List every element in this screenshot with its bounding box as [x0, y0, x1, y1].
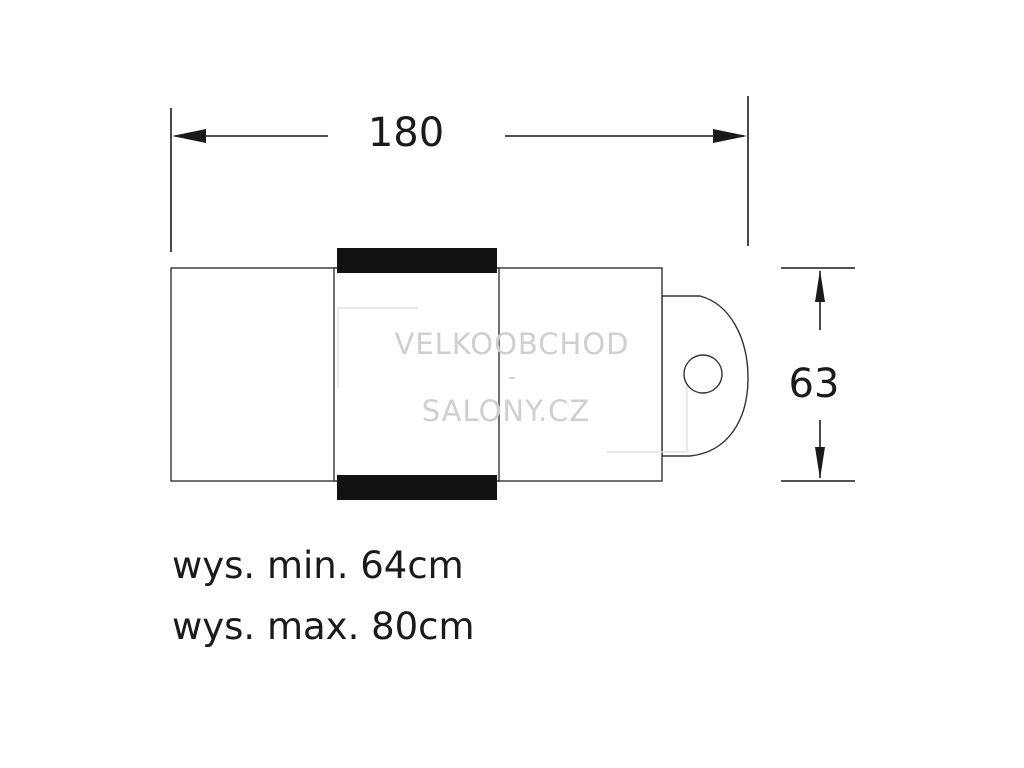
bed-band-top — [337, 248, 497, 273]
watermark-line2: SALONY.CZ — [422, 394, 591, 428]
width-dimension: 63 — [781, 267, 855, 482]
arrow-right-icon — [713, 129, 747, 143]
length-label: 180 — [368, 110, 444, 156]
bed-middle-section — [333, 267, 500, 482]
watermark-separator: - — [508, 365, 516, 390]
watermark: VELKOOBCHOD - SALONY.CZ — [337, 307, 688, 453]
width-label: 63 — [789, 361, 840, 407]
bed-top-view — [170, 248, 749, 500]
length-dimension: 180 — [170, 96, 749, 252]
bed-band-bottom — [337, 475, 497, 500]
watermark-line1: VELKOOBCHOD — [395, 327, 630, 361]
arrow-left-icon — [172, 129, 206, 143]
headrest-hole-icon — [683, 354, 723, 394]
height-min-text: wys. min. 64cm — [172, 544, 464, 587]
arrow-up-icon — [815, 270, 825, 302]
arrow-down-icon — [815, 447, 825, 479]
height-specs: wys. min. 64cm wys. max. 80cm — [172, 544, 475, 648]
height-max-text: wys. max. 80cm — [172, 605, 475, 648]
